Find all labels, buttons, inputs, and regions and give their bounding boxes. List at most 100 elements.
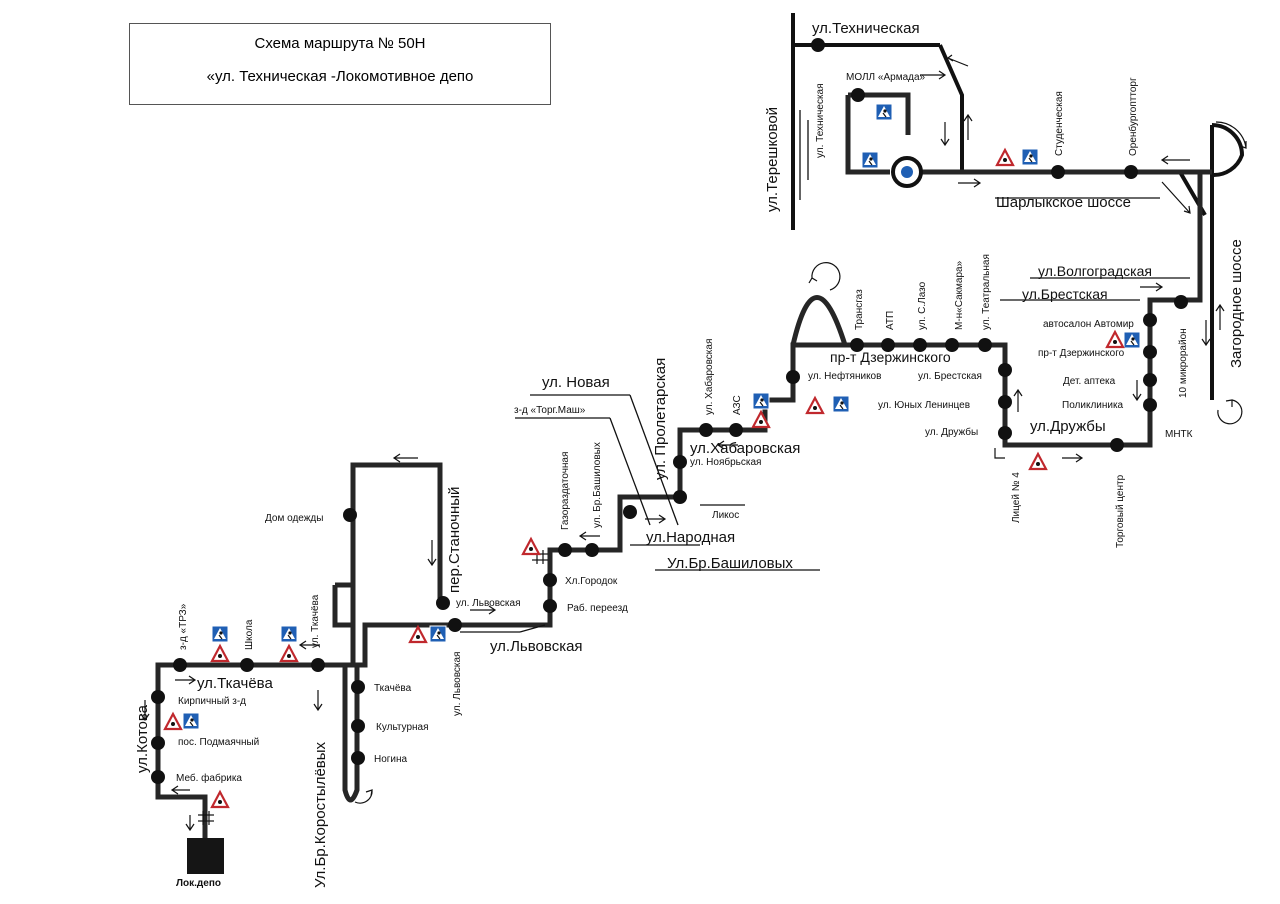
stop-marker-icon: [351, 719, 365, 733]
stop-label-neftyanikov: ул. Нефтяников: [808, 370, 881, 382]
stop-label-apteka: Дет. аптека: [1063, 376, 1116, 387]
street-label-zagorodnoe: Загородное шоссе: [1228, 239, 1245, 368]
street-label-korostylevykh: Ул.Бр.Коростылёвых: [312, 741, 329, 888]
pedestrian-crossing-icon: [429, 625, 447, 643]
stop-label-likos: Ликос: [712, 510, 739, 521]
stop-marker-icon: [1143, 373, 1157, 387]
stop-label-podmayachny: пос. Подмаячный: [178, 737, 259, 748]
stop-label-khl-gorodok: Хл.Городок: [565, 576, 618, 587]
stop-label-dom-odezhdy: Дом одежды: [265, 513, 323, 524]
stop-marker-icon: [558, 543, 572, 557]
stop-label-tekh-side: ул. Техническая: [815, 83, 826, 158]
stop-label-yunykh: ул. Юных Ленинцев: [878, 400, 970, 411]
pedestrian-crossing-icon: [875, 103, 893, 121]
street-label-kotova: ул.Котова: [134, 704, 151, 773]
stop-label-gazorazd: Газоразда­точная: [560, 452, 571, 530]
pedestrian-crossing-icon: [1123, 331, 1141, 349]
pedestrian-crossing-icon: [211, 625, 229, 643]
stop-label-dzerzh: пр-т Дзержинского: [1038, 348, 1125, 359]
stop-marker-icon: [786, 370, 800, 384]
street-label-tkachyova: ул.Ткачёва: [197, 675, 273, 692]
stop-marker-icon: [151, 770, 165, 784]
stop-marker-icon: [151, 736, 165, 750]
stop-marker-icon: [1124, 165, 1138, 179]
stop-marker-icon: [1143, 313, 1157, 327]
stop-label-poliklinika: Поликлиника: [1062, 400, 1124, 411]
stop-marker-icon: [998, 363, 1012, 377]
stop-marker-icon: [1143, 398, 1157, 412]
stop-label-nogina: Ногина: [374, 754, 408, 765]
street-label-lvovskaya: ул.Львовская: [490, 638, 583, 655]
warning-triangle-icon: [210, 644, 230, 663]
street-label-bashilovykh: Ул.Бр.Башиловых: [667, 555, 793, 572]
stop-label-bashilovykh: ул. Бр.Башиловых: [592, 442, 603, 528]
stop-marker-icon: [343, 508, 357, 522]
street-label-dzerzhinskogo: пр-т Дзержинского: [830, 349, 951, 365]
stop-label-tkachyova-street: ул. Ткачёва: [310, 594, 321, 648]
stop-label-lvovskaya-2: ул. Львовская: [452, 652, 463, 716]
stop-label-kirpichny: Кирпичный з-д: [178, 696, 246, 707]
street-label-novaya: ул. Новая: [542, 374, 610, 391]
stop-label-moll: МОЛЛ «Армада»: [846, 72, 926, 83]
street-label-brestskaya: ул.Брестская: [1022, 286, 1108, 302]
street-label-khabarovskaya: ул.Хабаровская: [690, 440, 800, 457]
stop-marker-icon: [351, 680, 365, 694]
street-label-sharlykskoe: Шарлыкское шоссе: [996, 194, 1131, 211]
warning-triangle-icon: [210, 790, 230, 809]
stop-label-druzhby: ул. Дружбы: [925, 426, 978, 438]
warning-triangle-icon: [1105, 330, 1125, 349]
warning-triangle-icon: [521, 537, 541, 556]
stop-marker-icon: [173, 658, 187, 672]
warning-triangle-icon: [1028, 452, 1048, 471]
route-title-box: Схема маршрута № 50Н «ул. Техническая -Л…: [129, 23, 551, 105]
street-label-druzhby: ул.Дружбы: [1030, 418, 1106, 435]
stop-label-kulturnaya: Культурная: [376, 722, 429, 733]
pedestrian-crossing-icon: [861, 151, 879, 169]
stop-label-mikrorayon10: 10 микрорайон: [1178, 328, 1189, 398]
stop-label-rab-pereezd: Раб. переезд: [567, 602, 628, 614]
route-title: Схема маршрута № 50Н: [254, 35, 426, 52]
stop-marker-icon: [945, 338, 959, 352]
stop-marker-icon: [1110, 438, 1124, 452]
stop-label-noyabrskaya: ул. Ноябрьская: [690, 456, 761, 468]
pedestrian-crossing-icon: [182, 712, 200, 730]
stop-marker-icon: [1143, 345, 1157, 359]
stop-marker-icon: [673, 490, 687, 504]
street-label-stanochny: пер.Станочный: [446, 487, 463, 593]
stop-marker-icon: [978, 338, 992, 352]
warning-triangle-icon: [279, 644, 299, 663]
street-label-narodnaya: ул.Народная: [646, 529, 735, 546]
stop-label-orenburgoptorg: Оренбургоптторг: [1127, 77, 1139, 156]
street-label-tereshkovoy: ул.Терешковой: [764, 107, 781, 212]
stop-label-atp: АТП: [885, 311, 896, 330]
stop-label-avtosalon: автосалон Автомир: [1043, 319, 1134, 330]
turnaround-loop: [1211, 123, 1245, 178]
stop-marker-icon: [585, 543, 599, 557]
street-label-tekhnicheskaya: ул.Техническая: [812, 20, 920, 37]
stop-label-azs: АЗС: [732, 395, 743, 415]
stop-label-litsey4: Лицей № 4: [1011, 472, 1022, 523]
pedestrian-crossing-icon: [832, 395, 850, 413]
stop-label-lazo: ул. С.Лазо: [917, 281, 928, 330]
stop-marker-icon: [851, 88, 865, 102]
warning-triangle-icon: [805, 396, 825, 415]
stop-markers: [151, 38, 1188, 784]
stop-label-sakmara: М-н«Сакмара»: [954, 260, 965, 330]
moll-access-road: [938, 44, 964, 172]
stop-label-shkola: Школа: [244, 619, 255, 650]
stop-marker-icon: [673, 455, 687, 469]
stop-label-brestskaya: ул. Брестская: [918, 371, 982, 382]
street-label-volgogradskaya: ул.Волгоградская: [1038, 263, 1152, 279]
warning-triangle-icon: [995, 148, 1015, 167]
pedestrian-crossing-icon: [280, 625, 298, 643]
street-label-proletarskaya: ул. Пролетарская: [652, 358, 669, 480]
warning-triangle-icon: [408, 625, 428, 644]
korostylevykh-loop: [342, 665, 360, 803]
stop-marker-icon: [881, 338, 895, 352]
roundabout-center: [901, 166, 913, 178]
stop-label-mntk: МНТК: [1165, 429, 1193, 440]
stop-marker-icon: [998, 426, 1012, 440]
stop-marker-icon: [311, 658, 325, 672]
stop-marker-icon: [913, 338, 927, 352]
